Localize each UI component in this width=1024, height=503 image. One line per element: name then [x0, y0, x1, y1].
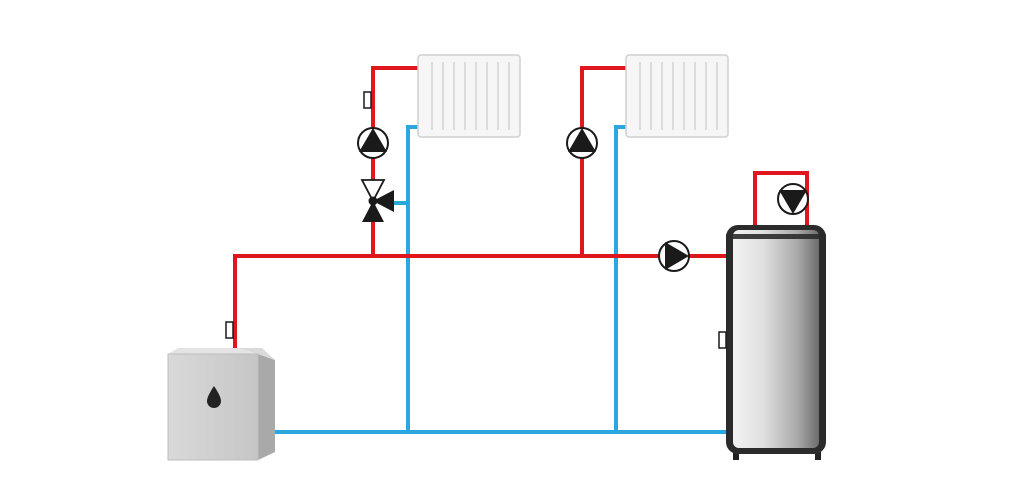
hot-water-cylinder: [718, 225, 826, 460]
valve-icon: [360, 179, 394, 222]
pump-icon: [566, 127, 598, 159]
oil-drop-icon: [207, 386, 221, 408]
pump-icon: [777, 183, 809, 215]
return-pipes: [274, 125, 730, 434]
flow-riser-1: [371, 66, 424, 256]
flow-main-line: [233, 254, 730, 348]
boiler-sensor-icon: [225, 321, 234, 339]
pump-icon: [357, 127, 389, 159]
radiator-1: [417, 54, 521, 138]
flow-riser-2: [580, 66, 632, 256]
return-riser-2: [614, 125, 632, 432]
flow-sensor-icon: [363, 91, 372, 109]
cylinder-sensor-icon: [718, 331, 727, 349]
radiator-2: [625, 54, 729, 138]
oil-boiler: [167, 348, 275, 461]
pump-icon: [658, 240, 690, 272]
return-riser-1: [406, 125, 424, 432]
